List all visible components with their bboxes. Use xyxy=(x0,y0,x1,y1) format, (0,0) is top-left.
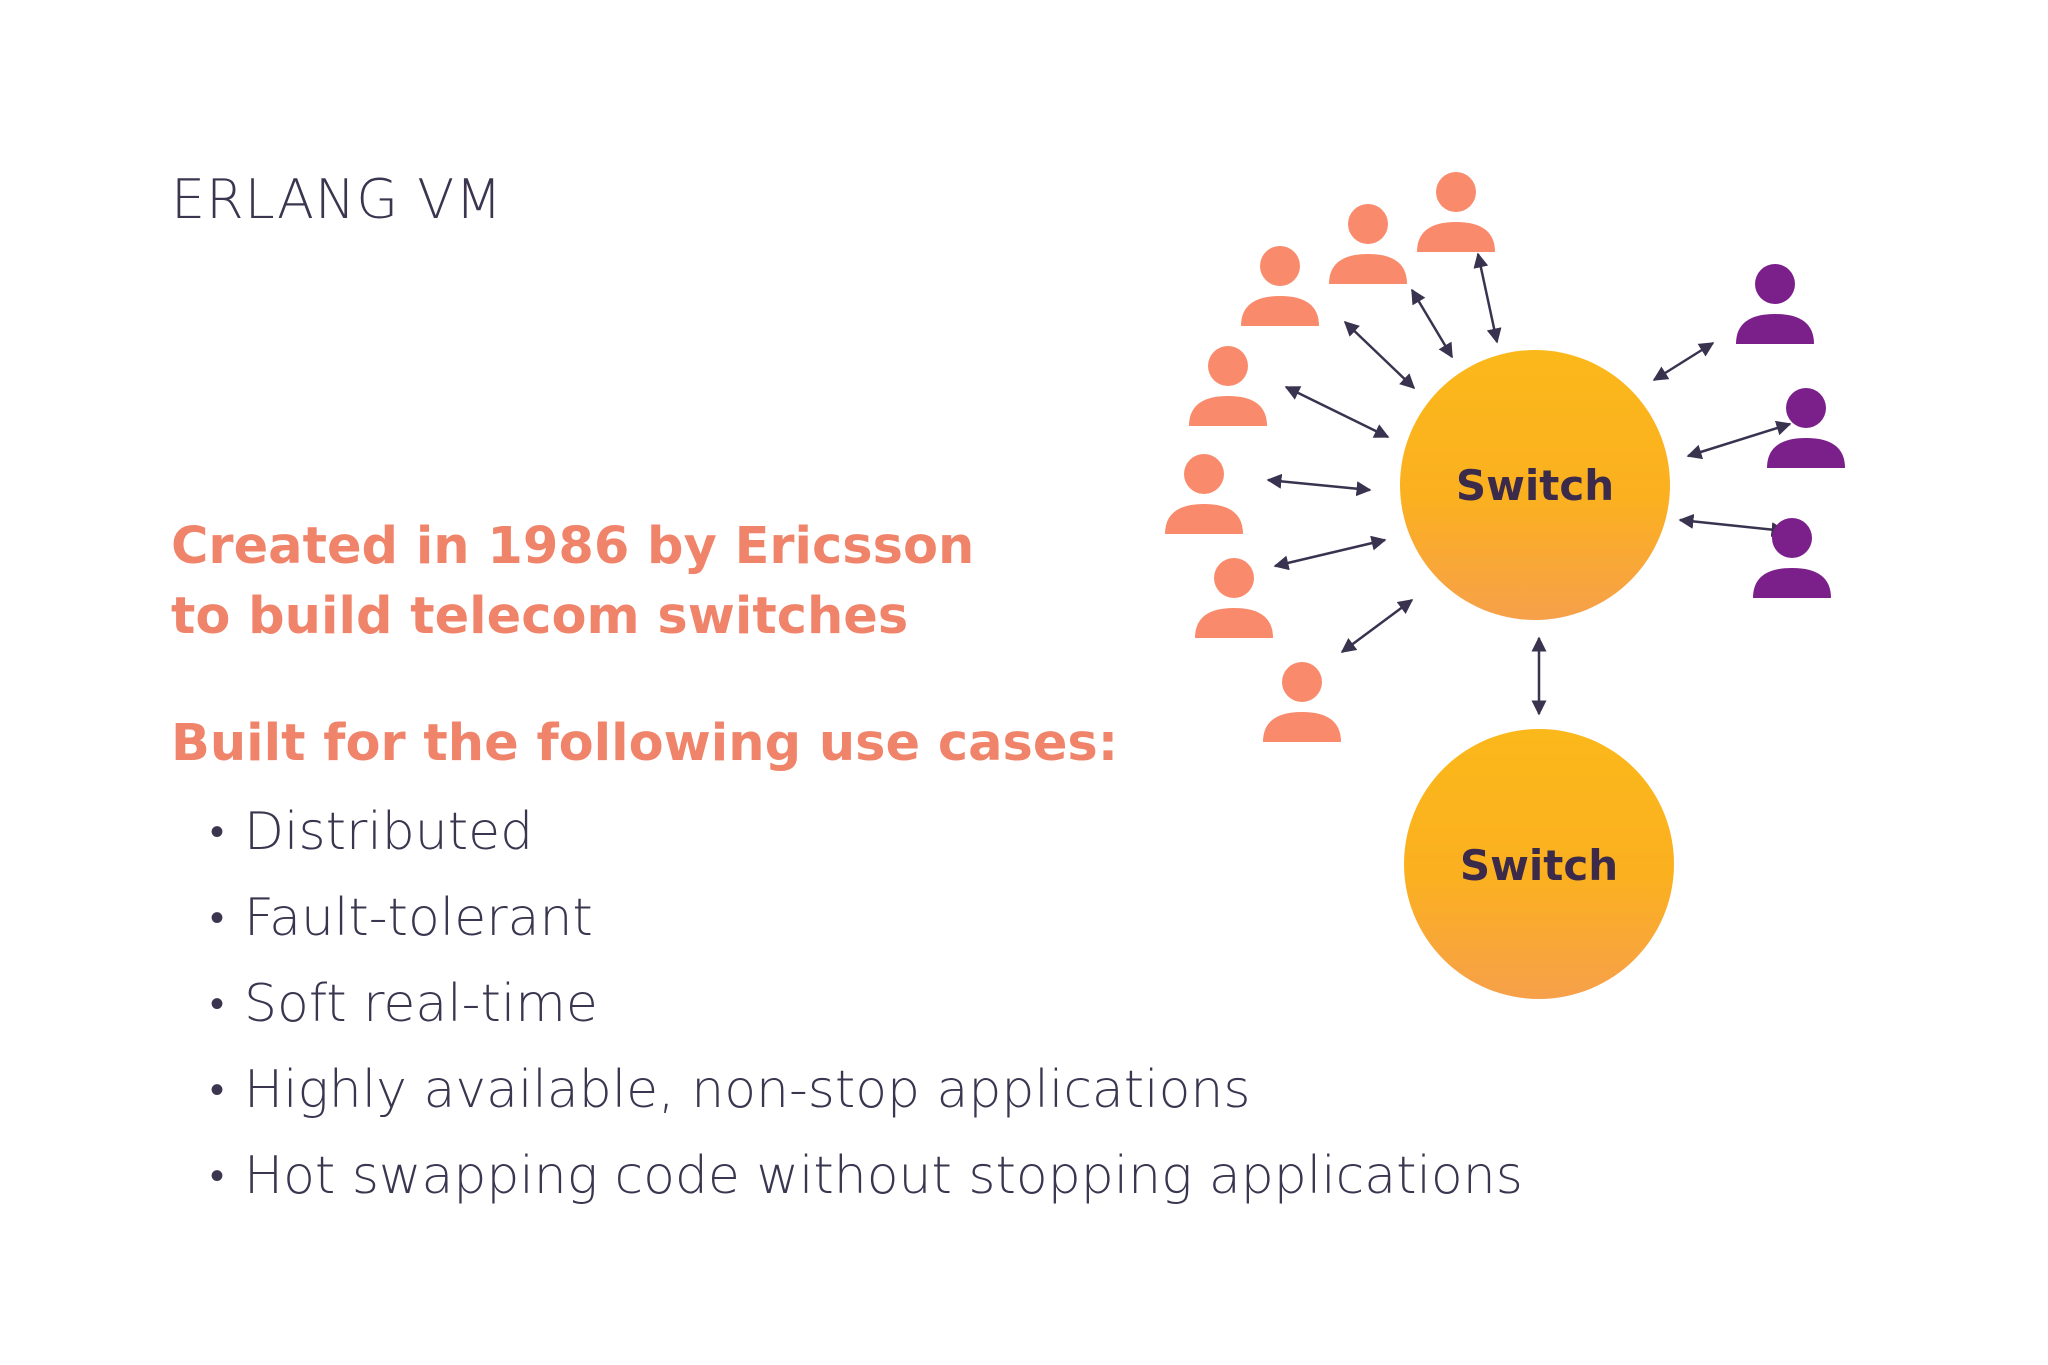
switch-node: Switch xyxy=(1404,729,1674,999)
bullet: • xyxy=(210,1067,225,1113)
switch-circle xyxy=(1400,350,1670,620)
intro-line: to build telecom switches xyxy=(171,587,909,646)
use-cases-heading: Built for the following use cases: xyxy=(171,714,1119,773)
intro-text: Created in 1986 by Ericsson to build tel… xyxy=(171,512,974,652)
list-item-label: Hot swapping code without stopping appli… xyxy=(244,1146,1523,1206)
switch-circle xyxy=(1404,729,1674,999)
bullet: • xyxy=(210,895,225,941)
list-item-label: Soft real-time xyxy=(244,974,598,1034)
slide-title: ERLANG VM xyxy=(171,168,503,231)
list-item: • Fault-tolerant xyxy=(210,883,1523,969)
list-item: • Distributed xyxy=(210,797,1523,883)
intro-line: Created in 1986 by Ericsson xyxy=(171,517,975,576)
connection-arrow xyxy=(1340,598,1414,654)
users-group xyxy=(1165,172,1845,742)
connection-arrows xyxy=(1266,252,1792,716)
person-icon xyxy=(1189,346,1267,426)
connection-arrow xyxy=(1410,288,1454,359)
list-item: • Highly available, non-stop applications xyxy=(210,1055,1523,1141)
list-item: • Hot swapping code without stopping appl… xyxy=(210,1141,1523,1227)
connection-arrow xyxy=(1652,341,1715,382)
person-icon xyxy=(1195,558,1273,638)
connection-arrow xyxy=(1678,513,1787,538)
connection-arrow xyxy=(1273,535,1387,571)
connection-arrow xyxy=(1284,385,1390,439)
connection-arrow xyxy=(1473,252,1502,344)
person-icon xyxy=(1263,662,1341,742)
person-icon xyxy=(1241,246,1319,326)
person-icon xyxy=(1165,454,1243,534)
connection-arrow xyxy=(1686,420,1792,460)
list-item-label: Fault-tolerant xyxy=(244,888,593,948)
use-cases-list: • Distributed • Fault-tolerant • Soft real-… xyxy=(210,797,1523,1227)
person-icon xyxy=(1736,264,1814,344)
switch-label: Switch xyxy=(1460,841,1618,890)
bullet: • xyxy=(210,1153,225,1199)
switch-node: Switch xyxy=(1400,350,1670,620)
switch-label: Switch xyxy=(1456,461,1614,510)
list-item: • Soft real-time xyxy=(210,969,1523,1055)
connection-arrow xyxy=(1343,320,1416,390)
list-item-label: Distributed xyxy=(244,802,534,862)
person-icon xyxy=(1329,204,1407,284)
person-icon xyxy=(1417,172,1495,252)
person-icon xyxy=(1753,518,1831,598)
connection-arrow xyxy=(1266,473,1372,497)
bullet: • xyxy=(210,981,225,1027)
bullet: • xyxy=(210,809,225,855)
person-icon xyxy=(1767,388,1845,468)
list-item-label: Highly available, non-stop applications xyxy=(244,1060,1251,1120)
